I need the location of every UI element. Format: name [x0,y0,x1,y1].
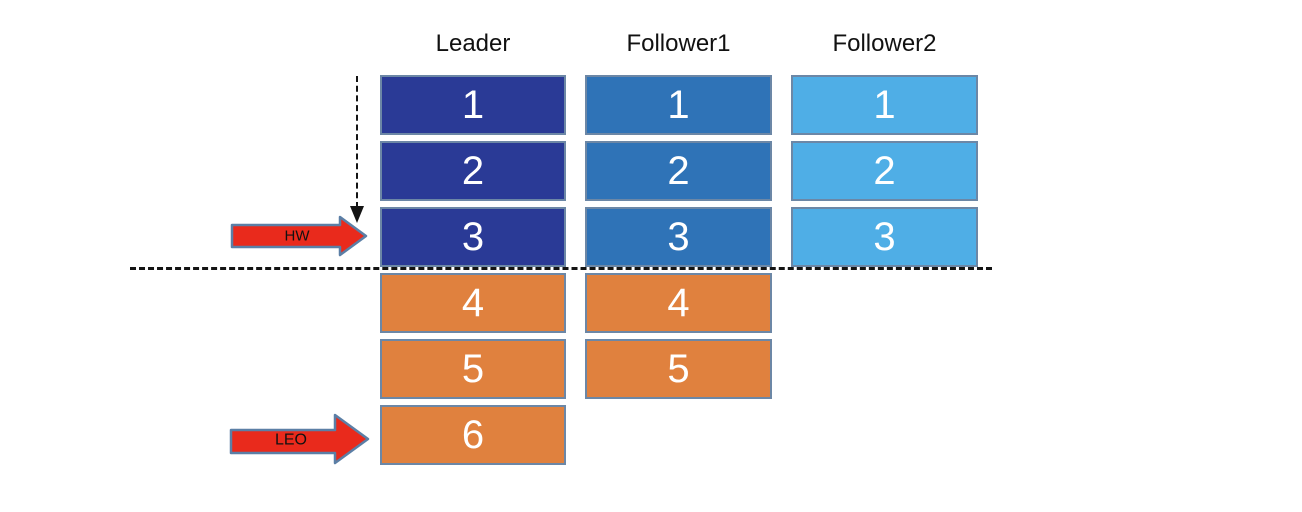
follower1-entry-2: 2 [585,141,772,201]
hw-marker-label: HW [285,228,311,245]
follower2-log-column: 1 2 3 [791,75,978,267]
hw-marker-arrow: HW [229,215,369,257]
leader-entry-1: 1 [380,75,566,135]
follower1-log-column: 1 2 3 4 5 [585,75,772,399]
leader-entry-3: 3 [380,207,566,267]
follower2-entry-1: 1 [791,75,978,135]
follower2-column-header: Follower2 [832,30,937,57]
leader-entry-2: 2 [380,141,566,201]
leader-entry-5: 5 [380,339,566,399]
leader-log-column: 1 2 3 4 5 6 [380,75,566,465]
right-arrow-icon: HW [230,215,368,257]
follower1-entry-5: 5 [585,339,772,399]
follower1-column-header: Follower1 [626,30,731,57]
follower2-entry-3: 3 [791,207,978,267]
leader-entry-6: 6 [380,405,566,465]
follower1-entry-3: 3 [585,207,772,267]
follower1-entry-1: 1 [585,75,772,135]
leader-column-header: Leader [435,30,511,57]
leo-marker-label: LEO [275,432,307,449]
follower2-entry-2: 2 [791,141,978,201]
hw-pointer-dashed-arrow-line [356,76,358,208]
right-arrow-icon: LEO [229,413,370,465]
leo-marker-arrow: LEO [228,413,372,467]
leader-entry-4: 4 [380,273,566,333]
hw-pointer-arrowhead-icon [350,206,364,223]
follower1-entry-4: 4 [585,273,772,333]
high-watermark-dashed-line [130,267,992,270]
